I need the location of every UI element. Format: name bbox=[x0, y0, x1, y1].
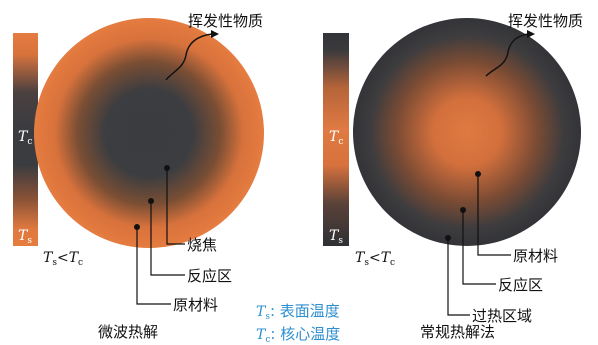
legend-ts: Ts: 表面温度 bbox=[256, 302, 340, 322]
right-volatile-arrow bbox=[485, 33, 529, 77]
right-volatile-arrowhead bbox=[527, 30, 535, 38]
right-particle bbox=[353, 18, 581, 246]
right-caption: 常规热解法 bbox=[420, 323, 495, 341]
right-callout-reaction-zone: 反应区 bbox=[498, 276, 543, 294]
left-caption: 微波热解 bbox=[98, 323, 158, 341]
left-char-leader bbox=[166, 168, 185, 245]
left-reaction-leader bbox=[150, 201, 185, 276]
left-panel: Tc Ts 挥发性物质 烧焦 反应区 原材料 Ts<Tc 微波热解 bbox=[13, 12, 264, 341]
legend: Ts: 表面温度 Tc: 核心温度 bbox=[256, 302, 340, 345]
left-callout-reaction-zone: 反应区 bbox=[187, 267, 232, 285]
right-temperature-relation: Ts<Tc bbox=[355, 250, 395, 268]
right-callout-raw-material: 原材料 bbox=[513, 247, 558, 265]
left-temperature-relation: Ts<Tc bbox=[43, 250, 83, 268]
right-bar-tc-label: Tc bbox=[329, 129, 343, 147]
right-callout-overheat-zone: 过热区域 bbox=[472, 307, 532, 325]
right-temperature-bar bbox=[323, 33, 349, 246]
left-callout-raw-material: 原材料 bbox=[173, 296, 218, 314]
right-bar-ts-label: Ts bbox=[329, 228, 343, 246]
right-raw-leader bbox=[477, 174, 511, 256]
left-bar-tc-label: Tc bbox=[18, 129, 32, 147]
left-raw-leader bbox=[136, 227, 171, 305]
legend-tc: Tc: 核心温度 bbox=[256, 325, 340, 345]
right-volatile-label: 挥发性物质 bbox=[508, 12, 583, 30]
right-panel: Tc Ts 挥发性物质 原材料 反应区 过热区域 Ts<Tc 常规热解法 bbox=[323, 12, 583, 341]
left-callout-char: 烧焦 bbox=[187, 236, 217, 254]
left-volatile-arrowhead bbox=[211, 30, 219, 38]
left-temperature-bar bbox=[13, 33, 38, 246]
right-reaction-leader bbox=[462, 210, 496, 285]
left-bar-ts-label: Ts bbox=[18, 228, 32, 246]
right-overheat-leader bbox=[447, 238, 470, 316]
left-volatile-label: 挥发性物质 bbox=[188, 12, 263, 30]
left-particle bbox=[34, 18, 264, 248]
left-volatile-arrow bbox=[165, 33, 213, 81]
